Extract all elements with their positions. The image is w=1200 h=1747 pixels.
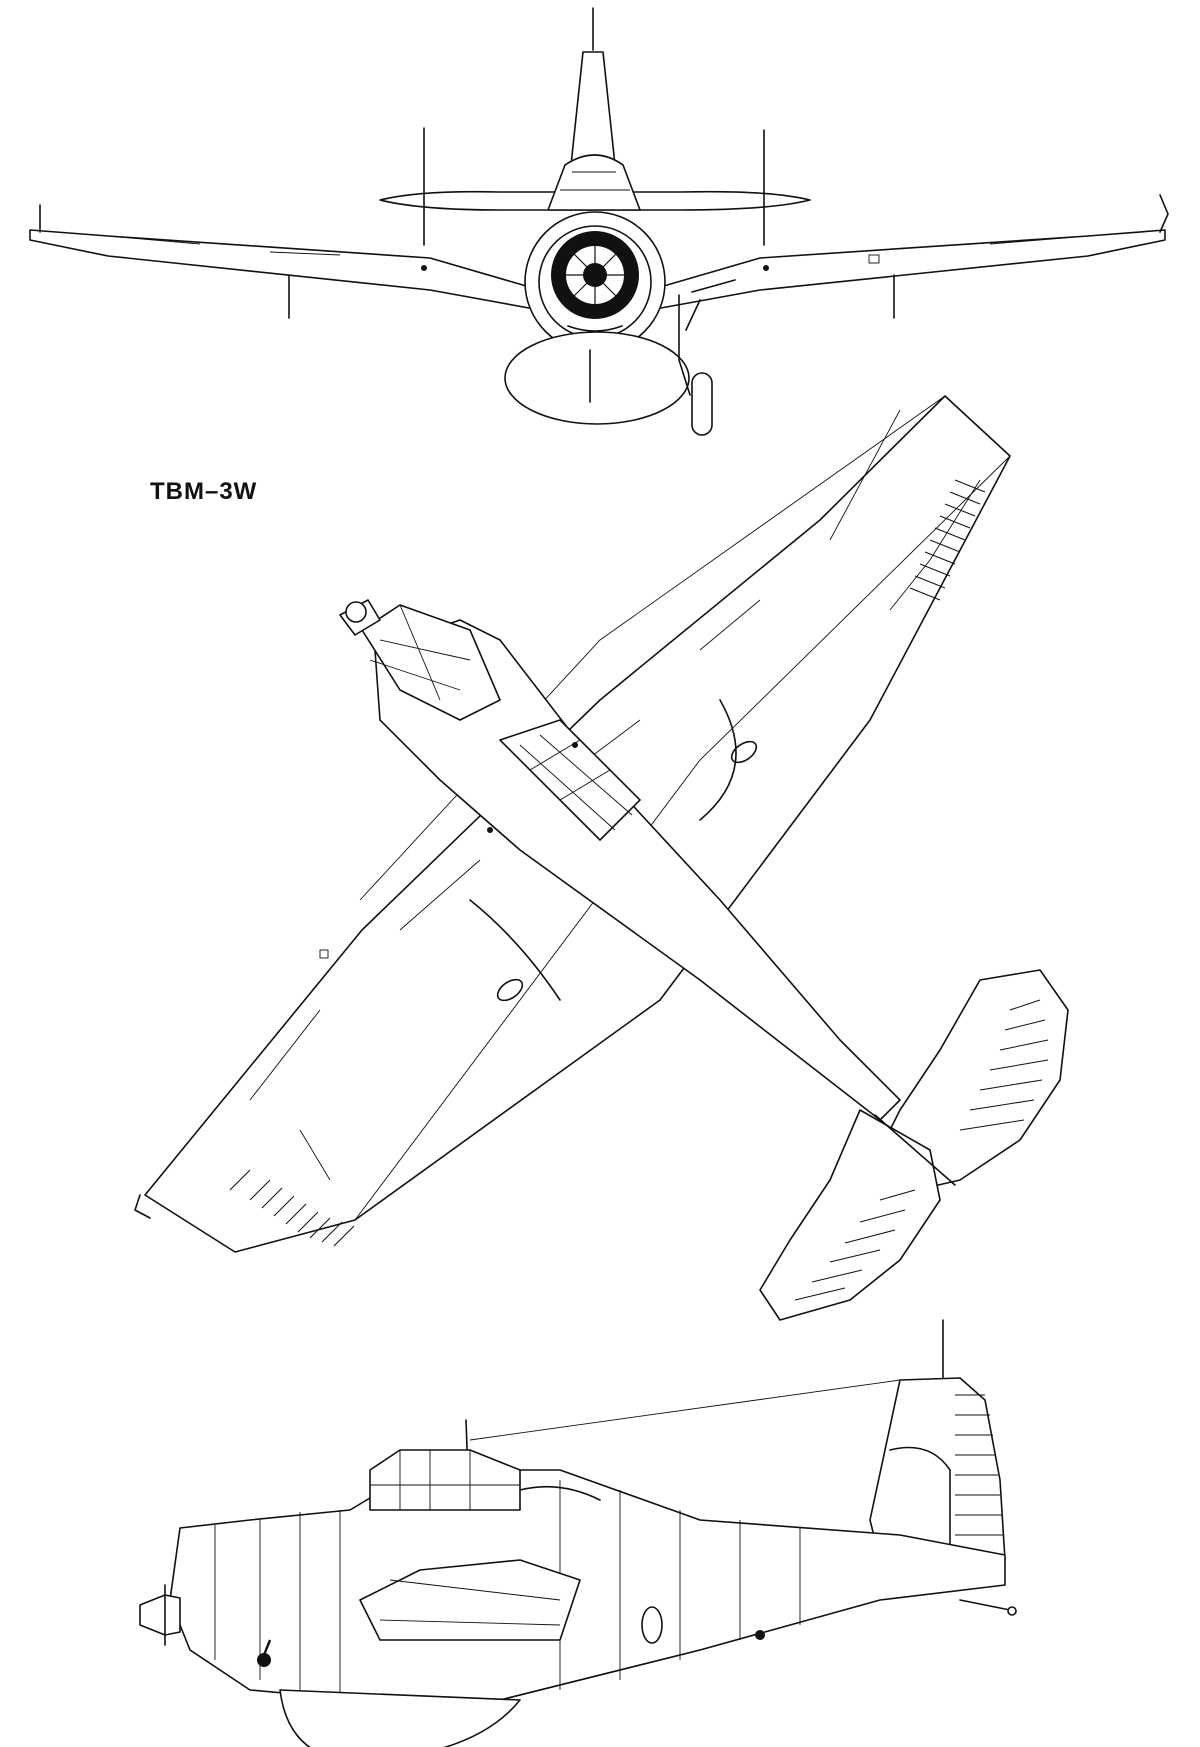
front-tail-fin <box>570 7 616 166</box>
side-view <box>139 1319 1017 1747</box>
front-wing-left <box>29 229 541 311</box>
front-antenna-masts <box>423 127 765 246</box>
side-wing-root <box>359 1559 581 1641</box>
side-spinner <box>139 1594 181 1636</box>
front-view <box>29 7 1169 436</box>
front-wing-right <box>649 229 1166 311</box>
top-tail-left <box>759 1109 941 1321</box>
front-landing-gear <box>678 279 736 396</box>
top-elevator-hatching <box>794 999 1049 1301</box>
side-radome <box>279 1689 521 1747</box>
side-canopy <box>369 1449 521 1511</box>
side-rudder-hatching <box>955 1394 1003 1536</box>
front-radome <box>504 331 690 425</box>
top-tail-tip <box>874 1114 956 1186</box>
aircraft-designation-label: TBM–3W <box>150 478 258 505</box>
front-canopy <box>547 154 641 211</box>
side-window <box>641 1606 663 1644</box>
top-aileron-hatching <box>229 479 986 1247</box>
top-view <box>134 395 1069 1321</box>
top-canopy <box>499 719 641 841</box>
